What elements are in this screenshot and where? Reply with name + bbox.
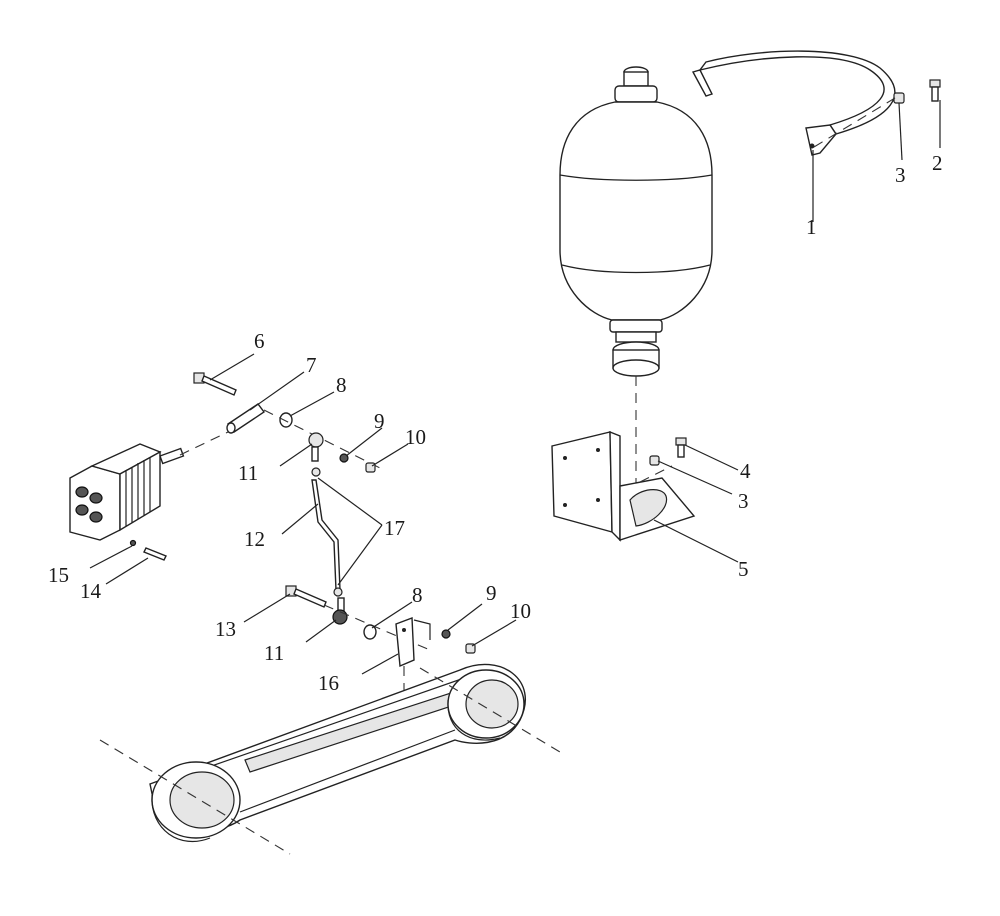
callout-16: 16	[318, 671, 339, 695]
callout-13: 13	[215, 617, 236, 641]
link-rod	[311, 467, 343, 597]
callout-2: 2	[932, 151, 943, 175]
strap-bolt	[929, 79, 941, 102]
callout-8-lower: 8	[412, 583, 423, 607]
tab-plate	[395, 617, 415, 668]
bracket-nut	[649, 455, 660, 466]
callout-3-strap: 3	[895, 163, 906, 187]
callout-3-bracket: 3	[738, 489, 749, 513]
callout-1: 1	[806, 215, 817, 239]
callout-10-lower: 10	[510, 599, 531, 623]
accumulator-bottle	[559, 66, 713, 377]
lower-bolt	[285, 585, 327, 608]
callout-11-lower: 11	[264, 641, 284, 665]
small-washer	[129, 539, 137, 547]
pivot-bolt	[193, 372, 237, 396]
bracket-bolt	[675, 437, 687, 458]
callout-17: 17	[384, 516, 405, 540]
spacer-tube	[226, 403, 266, 434]
callout-9-lower: 9	[486, 581, 497, 605]
callout-11-upper: 11	[238, 461, 258, 485]
bushing-upper	[279, 412, 293, 428]
washer-lower	[441, 629, 451, 639]
callout-10-upper: 10	[405, 425, 426, 449]
leader-lines	[89, 100, 941, 675]
callout-5: 5	[738, 557, 749, 581]
callout-4: 4	[740, 459, 751, 483]
lever-arm	[149, 663, 526, 843]
callout-9-upper: 9	[374, 409, 385, 433]
mounting-bracket	[551, 430, 696, 542]
callout-15: 15	[48, 563, 69, 587]
callout-8-upper: 8	[336, 373, 347, 397]
rod-end-upper	[308, 432, 324, 462]
control-valve	[69, 443, 185, 541]
small-pin	[143, 547, 167, 561]
callout-7: 7	[306, 353, 317, 377]
strap-nut	[893, 92, 905, 104]
callout-12: 12	[244, 527, 265, 551]
callouts: 1 2 3 3 4 5 6 7 8 8 9 9 10 10 11 11 12 1…	[48, 151, 943, 695]
callout-14: 14	[80, 579, 102, 603]
callout-6: 6	[254, 329, 265, 353]
bushing-lower	[363, 624, 377, 640]
mounting-strap	[691, 50, 896, 156]
